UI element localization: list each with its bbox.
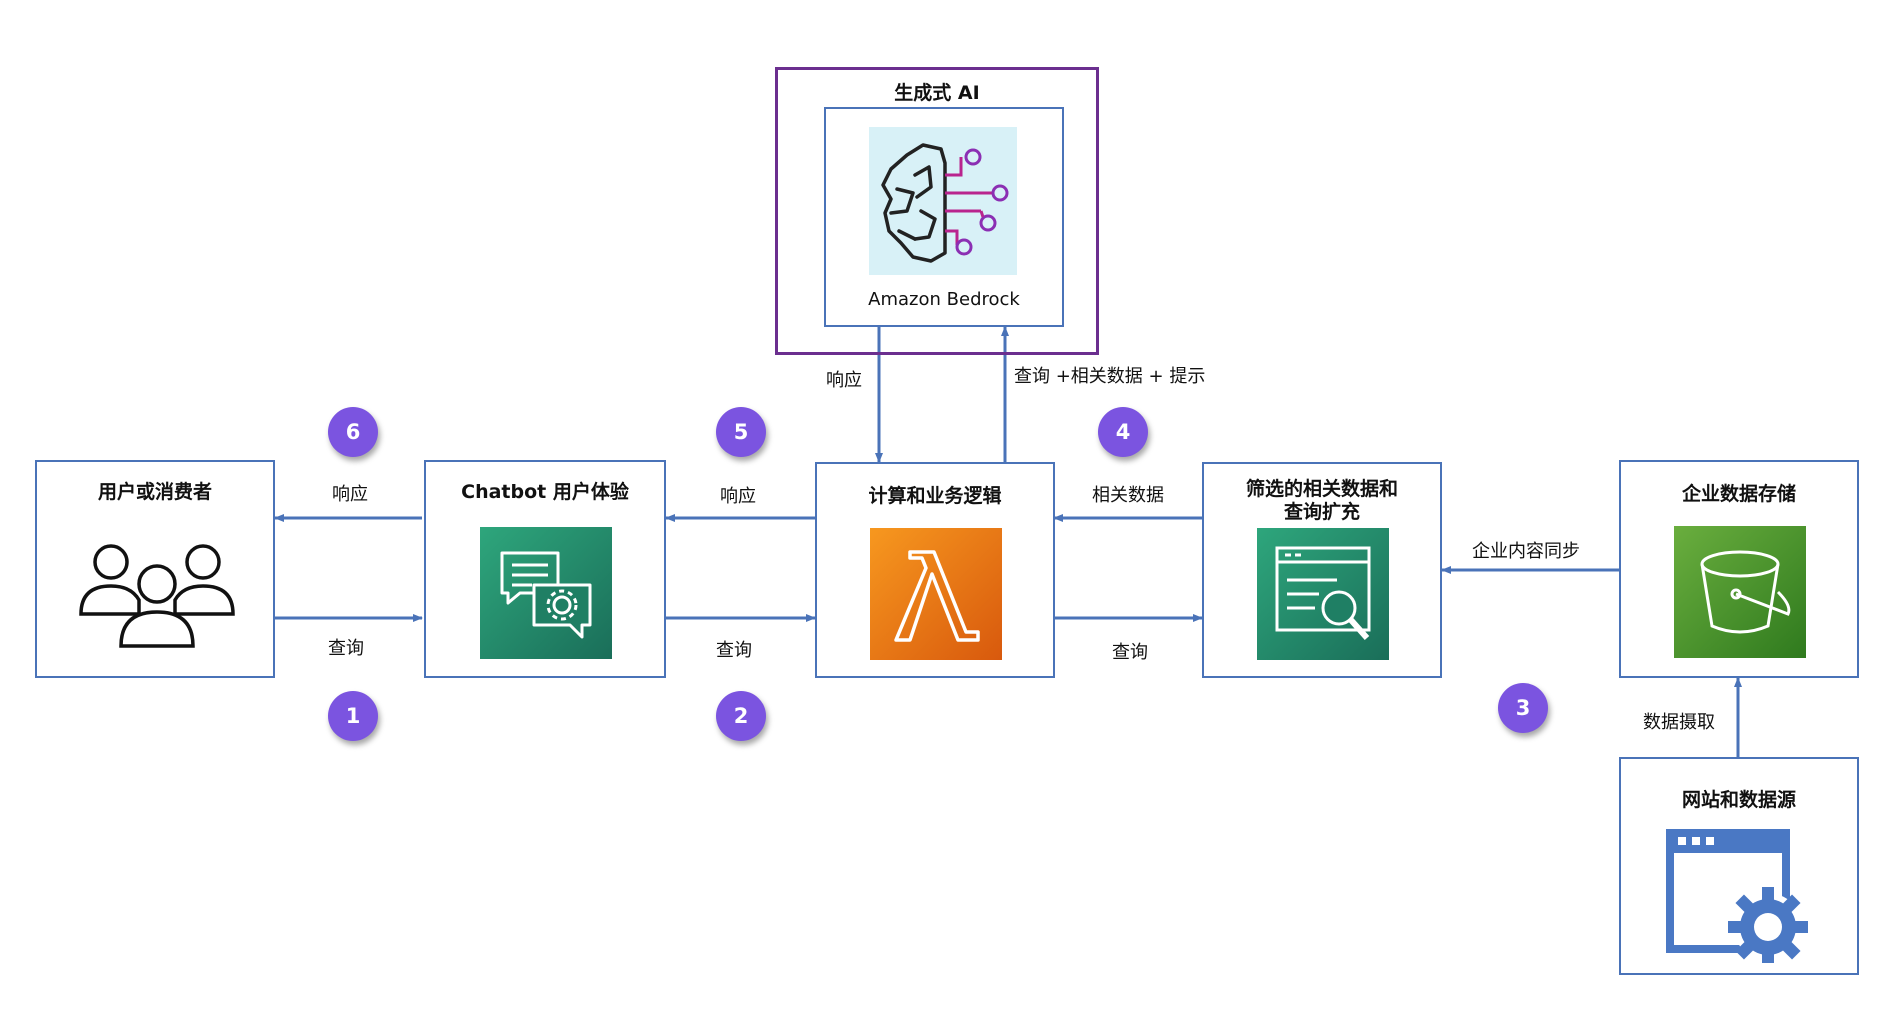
label-bedrock-query: 查询 +相关数据 + 提示 bbox=[1014, 366, 1206, 387]
label-ingest: 数据摄取 bbox=[1643, 712, 1715, 733]
step-badge-6: 6 bbox=[328, 407, 378, 457]
label-query-1: 查询 bbox=[328, 638, 364, 659]
filter-title-line2: 查询扩充 bbox=[1283, 501, 1360, 523]
search-tile bbox=[1257, 528, 1389, 660]
web-settings-icon bbox=[1666, 829, 1808, 963]
label-response-6: 响应 bbox=[332, 484, 368, 505]
label-query-2: 查询 bbox=[716, 640, 752, 661]
label-related-4: 相关数据 bbox=[1092, 485, 1164, 506]
label-response-5: 响应 bbox=[720, 486, 756, 507]
bedrock-label: Amazon Bedrock bbox=[868, 289, 1020, 310]
chatbot-box: Chatbot 用户体验 bbox=[424, 460, 666, 678]
genai-title: 生成式 AI bbox=[894, 82, 980, 104]
brain-circuit-icon bbox=[881, 143, 1009, 263]
users-title: 用户或消费者 bbox=[97, 481, 212, 503]
enterprise-box: 企业数据存储 bbox=[1619, 460, 1859, 678]
chatbot-title: Chatbot 用户体验 bbox=[461, 481, 629, 503]
enterprise-title: 企业数据存储 bbox=[1681, 483, 1796, 505]
step-badge-4: 4 bbox=[1098, 407, 1148, 457]
filter-title-line1: 筛选的相关数据和 bbox=[1245, 478, 1398, 500]
bucket-icon bbox=[1700, 550, 1791, 634]
lambda-tile bbox=[870, 528, 1002, 660]
users-box: 用户或消费者 bbox=[35, 460, 275, 678]
websites-box: 网站和数据源 bbox=[1619, 757, 1859, 975]
step-badge-1: 1 bbox=[328, 691, 378, 741]
websites-title: 网站和数据源 bbox=[1681, 789, 1796, 811]
label-query-3: 查询 bbox=[1112, 642, 1148, 663]
filter-box: 筛选的相关数据和 查询扩充 bbox=[1202, 462, 1442, 678]
step-badge-2: 2 bbox=[716, 691, 766, 741]
s3-tile bbox=[1674, 526, 1806, 658]
chatbot-tile bbox=[480, 527, 612, 659]
search-document-icon bbox=[1275, 546, 1371, 640]
users-group-icon bbox=[79, 544, 235, 648]
step-badge-3: 3 bbox=[1498, 683, 1548, 733]
chat-bubbles-icon bbox=[500, 551, 592, 639]
label-sync: 企业内容同步 bbox=[1472, 541, 1580, 562]
lambda-icon bbox=[894, 550, 980, 642]
step-badge-5: 5 bbox=[716, 407, 766, 457]
genai-group: 生成式 AI bbox=[775, 67, 1099, 355]
compute-title: 计算和业务逻辑 bbox=[868, 485, 1002, 507]
bedrock-box: Amazon Bedrock bbox=[824, 107, 1064, 327]
compute-box: 计算和业务逻辑 bbox=[815, 462, 1055, 678]
label-bedrock-response: 响应 bbox=[826, 370, 862, 391]
bedrock-tile bbox=[869, 127, 1017, 275]
